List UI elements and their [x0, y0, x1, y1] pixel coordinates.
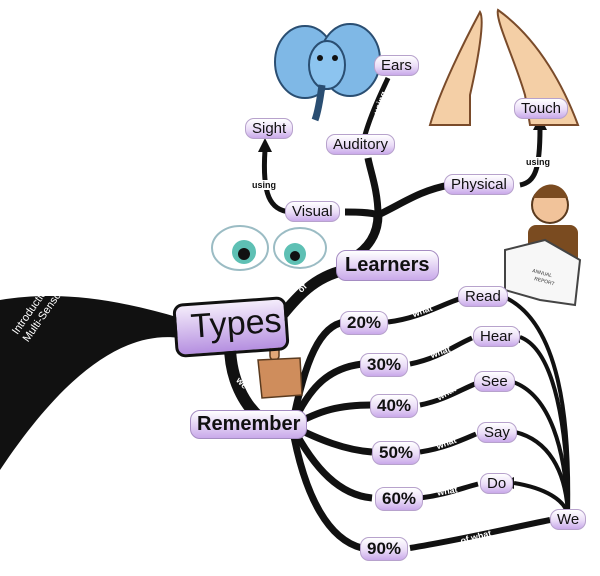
link-40 [419, 381, 476, 408]
we-say [514, 430, 570, 516]
we-hear [519, 335, 570, 516]
pct-node-90[interactable]: 90% [360, 537, 409, 561]
fan-60 [288, 424, 373, 502]
auditory-branch [364, 157, 382, 216]
visual-branch [344, 208, 380, 219]
report-line-2: REPORT [533, 276, 555, 287]
physical-branch [376, 181, 451, 219]
action-say[interactable]: Say [477, 422, 517, 444]
action-do[interactable]: Do [480, 473, 514, 495]
cartoon-eyes [211, 225, 327, 271]
physical-node[interactable]: Physical [444, 174, 514, 196]
connector-using-touch: using [524, 157, 552, 167]
types-label: Types [189, 301, 283, 346]
fan-20 [288, 318, 346, 427]
man-reading-report: ANNUAL REPORT [504, 184, 582, 307]
ears-node[interactable]: Ears [374, 55, 419, 77]
link-50 [419, 431, 477, 455]
action-hear[interactable]: Hear [473, 326, 520, 348]
connector-using-sight: using [250, 180, 278, 190]
fan-90 [288, 425, 364, 552]
sight-node[interactable]: Sight [245, 118, 294, 140]
visual-sight-branch [261, 149, 291, 215]
we-node[interactable]: We [550, 509, 587, 531]
root-branch [0, 296, 180, 470]
link-60 [419, 481, 479, 501]
pct-node-30[interactable]: 30% [360, 353, 409, 377]
types-node[interactable]: Types [172, 296, 290, 358]
pct-node-20[interactable]: 20% [340, 311, 389, 335]
pct-node-60[interactable]: 60% [375, 487, 424, 511]
action-see[interactable]: See [474, 371, 515, 393]
link-30 [409, 335, 473, 367]
praying-hands-illustration [428, 8, 580, 126]
report-line-1: ANNUAL [531, 268, 552, 279]
link-90 [409, 517, 551, 551]
elephant-illustration [274, 23, 381, 122]
touch-node[interactable]: Touch [514, 98, 569, 120]
learners-node[interactable]: Learners [336, 250, 439, 281]
auditory-ears-branch [362, 76, 391, 136]
sight-arrow [258, 138, 272, 152]
visual-node[interactable]: Visual [285, 201, 340, 223]
pct-node-50[interactable]: 50% [372, 441, 421, 465]
remember-node[interactable]: Remember [190, 410, 308, 439]
action-read[interactable]: Read [458, 286, 508, 308]
physical-touch-branch [519, 127, 543, 188]
link-20 [387, 295, 463, 325]
pct-node-40[interactable]: 40% [370, 394, 419, 418]
auditory-node[interactable]: Auditory [326, 134, 396, 156]
